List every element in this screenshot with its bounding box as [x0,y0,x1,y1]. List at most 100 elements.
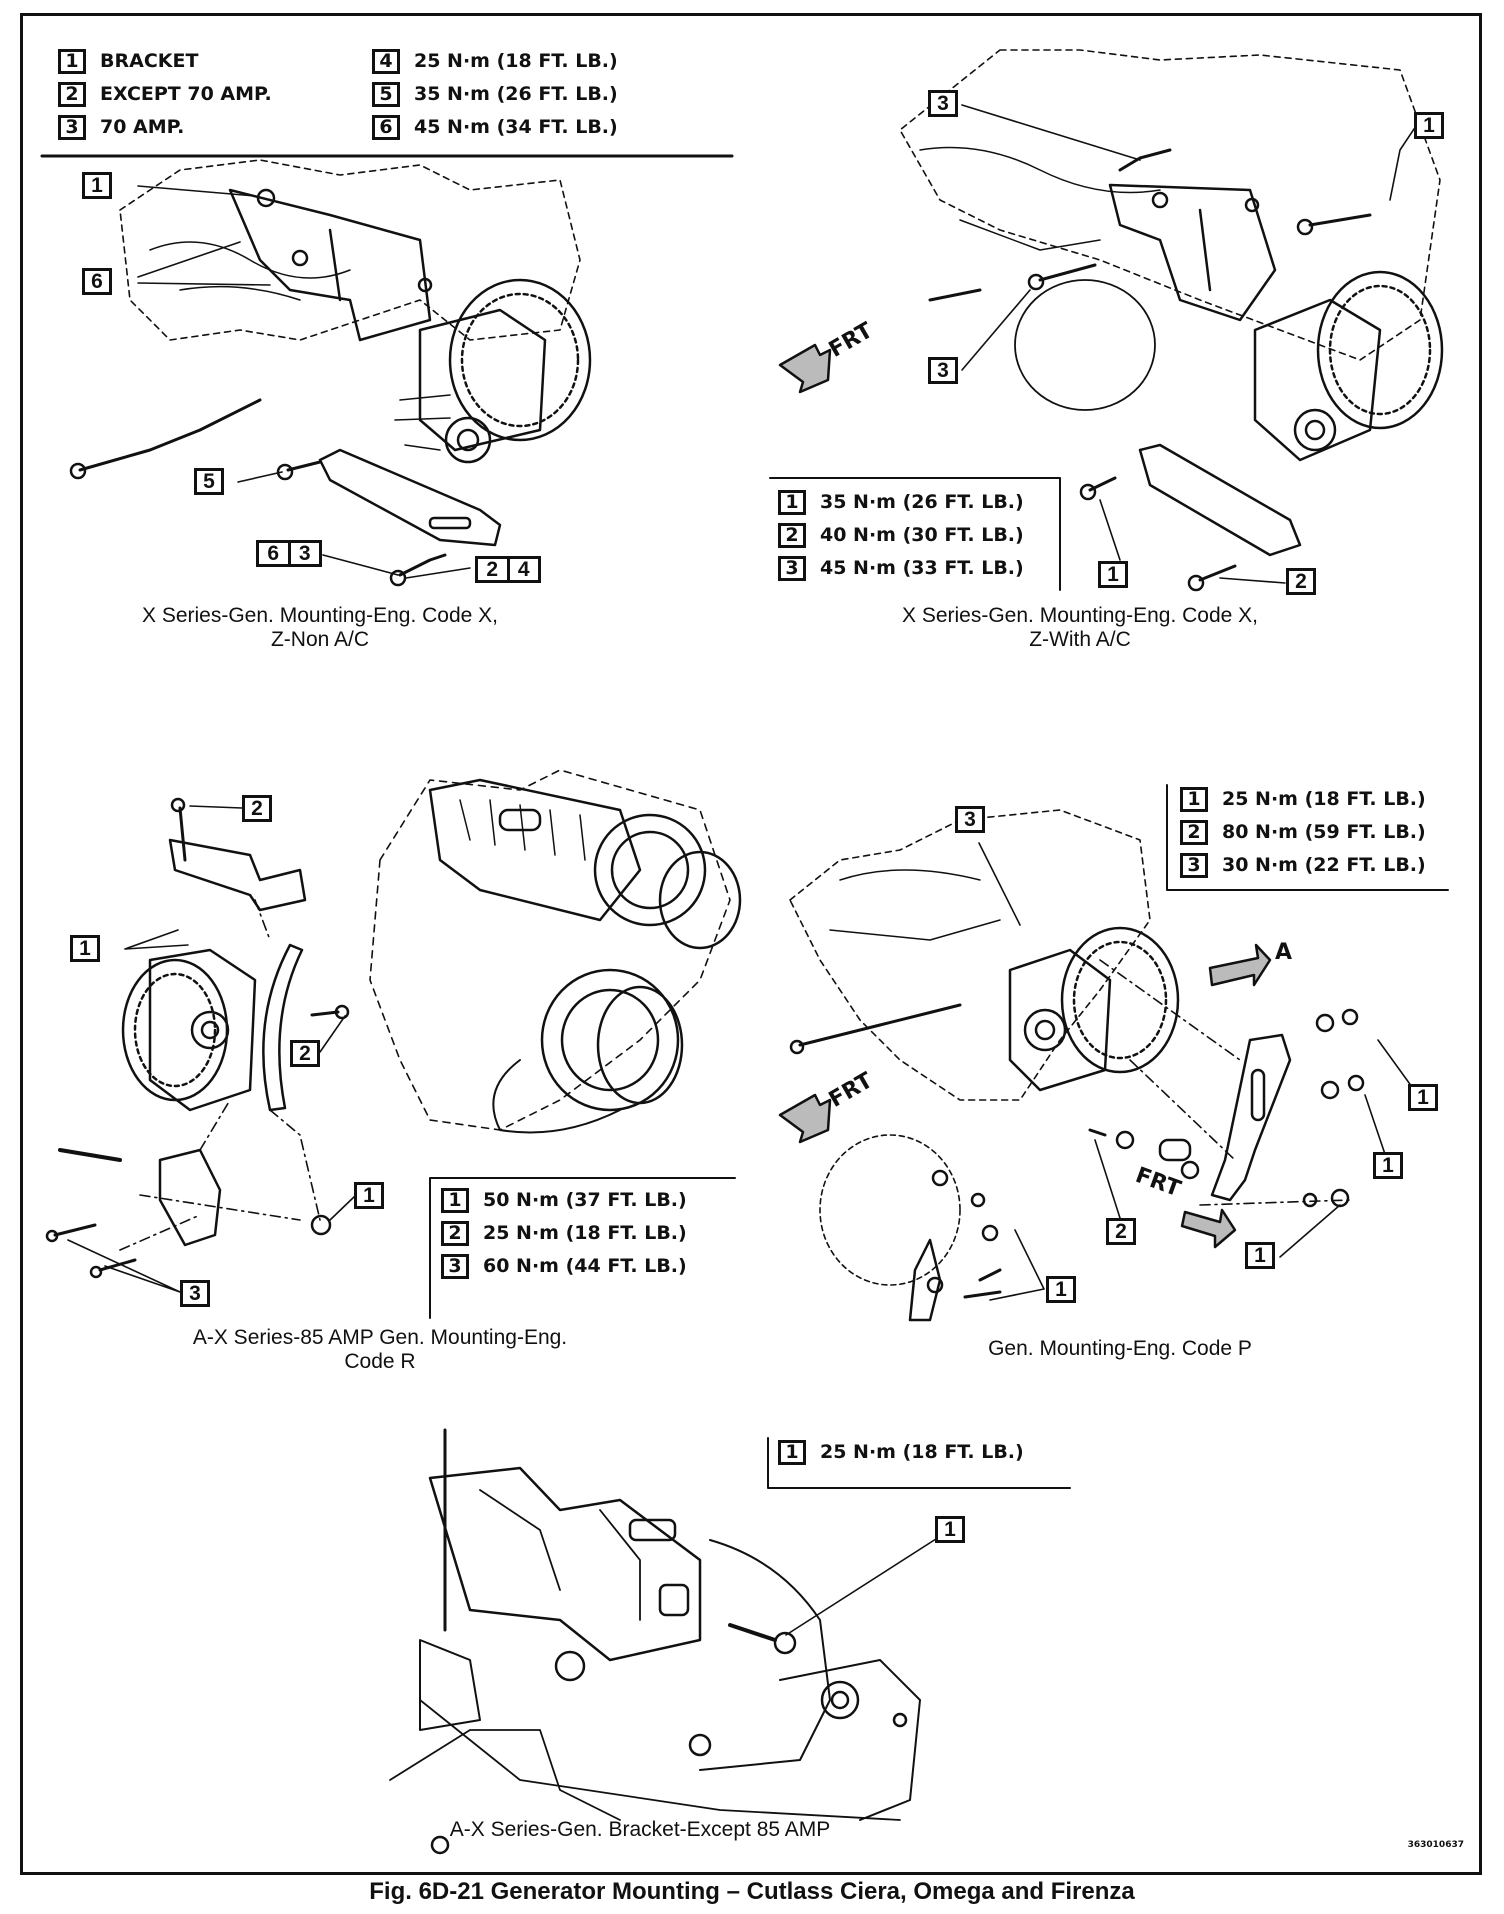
spec-text: 45 N·m (33 FT. LB.) [820,557,1024,579]
panel-ml-caption: A-X Series-85 AMP Gen. Mounting-Eng. Cod… [120,1326,640,1374]
legend-number: 1 [58,49,86,74]
spec-text: 50 N·m (37 FT. LB.) [483,1189,687,1211]
legend-row: 1 BRACKET [58,45,272,78]
callout-label: 3 [955,806,985,833]
panel-tr-caption: X Series-Gen. Mounting-Eng. Code X, Z-Wi… [820,604,1340,652]
legend-number: 5 [372,82,400,107]
spec-row: 1 35 N·m (26 FT. LB.) [778,486,1024,519]
callout-label: 2 [242,795,272,822]
figure-title: Fig. 6D-21 Generator Mounting – Cutlass … [369,1878,1135,1905]
spec-row: 2 25 N·m (18 FT. LB.) [441,1217,687,1250]
callout-label: 1 [1408,1084,1438,1111]
spec-number: 1 [441,1188,469,1213]
legend-text: 70 AMP. [100,116,185,138]
spec-row: 1 50 N·m (37 FT. LB.) [441,1184,687,1217]
spec-text: 25 N·m (18 FT. LB.) [820,1441,1024,1463]
spec-number: 2 [1180,820,1208,845]
legend-number: 2 [58,82,86,107]
panel-tl-caption: X Series-Gen. Mounting-Eng. Code X, Z-No… [60,604,580,652]
caption-line: X Series-Gen. Mounting-Eng. Code X, [901,604,1258,627]
spec-text: 30 N·m (22 FT. LB.) [1222,854,1426,876]
legend-text: BRACKET [100,50,199,72]
panel-mr-spec-table: 1 25 N·m (18 FT. LB.) 2 80 N·m (59 FT. LB.… [1180,783,1426,882]
panel-tr-spec-table: 1 35 N·m (26 FT. LB.) 2 40 N·m (30 FT. LB.… [778,486,1024,585]
caption-line: Z-Non A/C [270,628,370,651]
legend-row: 5 35 N·m (26 FT. LB.) [372,78,618,111]
callout-label: 1 [1098,561,1128,588]
panel-mr-drawing [778,784,1449,1322]
legend-number: 4 [372,49,400,74]
spec-row: 1 25 N·m (18 FT. LB.) [1180,783,1426,816]
spec-number: 2 [441,1221,469,1246]
callout-label: 2 [1106,1218,1136,1245]
callout-label: 1 [935,1516,965,1543]
spec-text: 80 N·m (59 FT. LB.) [1222,821,1426,843]
callout-label: 3 [180,1280,210,1307]
panel-tr-drawing [769,49,1444,592]
legend-text: EXCEPT 70 AMP. [100,83,272,105]
spec-number: 1 [1180,787,1208,812]
callout-pair-left: 6 [267,541,280,565]
callout-label: 3 [928,90,958,117]
legend-text: 35 N·m (26 FT. LB.) [414,83,618,105]
spec-row: 1 25 N·m (18 FT. LB.) [778,1436,1024,1469]
spec-number: 3 [778,556,806,581]
panel-tl-drawing [69,159,592,587]
callout-pair-left: 2 [486,557,499,581]
callout-label: 1 [1373,1152,1403,1179]
callout-label: 5 [194,468,224,495]
caption-line: X Series-Gen. Mounting-Eng. Code X, [141,604,498,627]
panel-bottom-drawing [389,1428,1071,1855]
legend-number: 6 [372,115,400,140]
caption-line: Z-With A/C [1029,628,1131,651]
legend-number: 3 [58,115,86,140]
panel-bottom-caption: A-X Series-Gen. Bracket-Except 85 AMP [449,1818,831,1841]
callout-label: 1 [354,1182,384,1209]
caption-line: Code R [344,1350,416,1373]
spec-number: 1 [778,1440,806,1465]
view-a-label: A [1275,940,1293,965]
spec-number: 3 [441,1254,469,1279]
spec-number: 2 [778,523,806,548]
callout-label: 1 [1046,1276,1076,1303]
spec-row: 3 45 N·m (33 FT. LB.) [778,552,1024,585]
callout-label: 6 [82,268,112,295]
callout-label: 1 [82,172,112,199]
callout-pair-right: 4 [506,557,539,582]
caption-line: A-X Series-85 AMP Gen. Mounting-Eng. [192,1326,568,1349]
legend-text: 45 N·m (34 FT. LB.) [414,116,618,138]
spec-text: 60 N·m (44 FT. LB.) [483,1255,687,1277]
figure-frame [20,13,1482,1875]
spec-text: 25 N·m (18 FT. LB.) [1222,788,1426,810]
panel-bottom-spec-table: 1 25 N·m (18 FT. LB.) [778,1436,1024,1469]
callout-label: 2 [290,1040,320,1067]
spec-number: 3 [1180,853,1208,878]
callout-label: 3 [928,357,958,384]
spec-row: 3 60 N·m (44 FT. LB.) [441,1250,687,1283]
spec-text: 35 N·m (26 FT. LB.) [820,491,1024,513]
callout-label: 1 [1414,112,1444,139]
spec-row: 2 80 N·m (59 FT. LB.) [1180,816,1426,849]
legend-top-left: 1 BRACKET 2 EXCEPT 70 AMP. 3 70 AMP. [58,45,272,144]
spec-number: 1 [778,490,806,515]
panel-ml-spec-table: 1 50 N·m (37 FT. LB.) 2 25 N·m (18 FT. LB.… [441,1184,687,1283]
callout-label: 1 [1245,1242,1275,1269]
spec-row: 2 40 N·m (30 FT. LB.) [778,519,1024,552]
panel-ml-drawing [45,769,742,1319]
spec-row: 3 30 N·m (22 FT. LB.) [1180,849,1426,882]
document-number: 363010637 [1407,1840,1464,1850]
spec-text: 40 N·m (30 FT. LB.) [820,524,1024,546]
callout-label: 2 [1286,568,1316,595]
panel-mr-caption: Gen. Mounting-Eng. Code P [988,1337,1252,1360]
legend-row: 6 45 N·m (34 FT. LB.) [372,111,618,144]
legend-row: 2 EXCEPT 70 AMP. [58,78,272,111]
legend-row: 3 70 AMP. [58,111,272,144]
spec-text: 25 N·m (18 FT. LB.) [483,1222,687,1244]
callout-label: 1 [70,935,100,962]
callout-pair-right: 3 [287,541,320,566]
